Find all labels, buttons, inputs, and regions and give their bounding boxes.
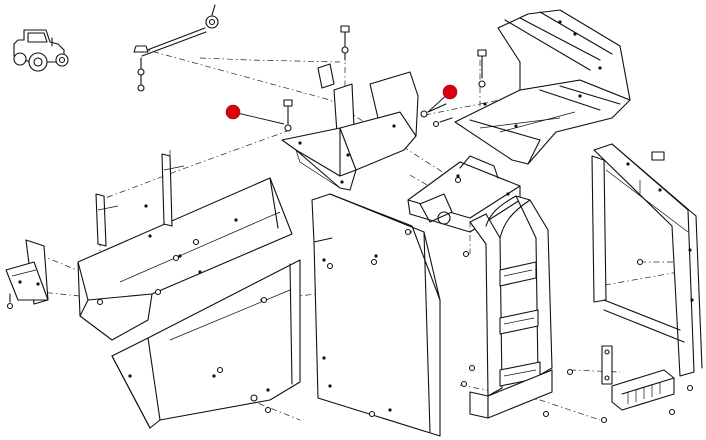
- lower-left-curved-panel: [111, 259, 301, 429]
- tractor-icon: [13, 29, 69, 72]
- left-fender-panel: [77, 153, 293, 341]
- centre-side-panel: [311, 193, 441, 437]
- upper-centre-bracket: [281, 25, 453, 191]
- right-side-frame: [591, 143, 703, 392]
- cable-rod-assembly: [133, 4, 219, 92]
- left-mounting-bracket: [5, 239, 49, 310]
- hotspot-bolt-right[interactable]: [442, 84, 458, 100]
- fasteners: [96, 176, 462, 374]
- hotspot-bolt-left[interactable]: [225, 104, 241, 120]
- callout-hotspots: [225, 84, 458, 125]
- top-right-cover-plate: [454, 9, 631, 165]
- ladder-step-assembly: [407, 155, 574, 419]
- bottom-right-small-parts: [600, 345, 676, 424]
